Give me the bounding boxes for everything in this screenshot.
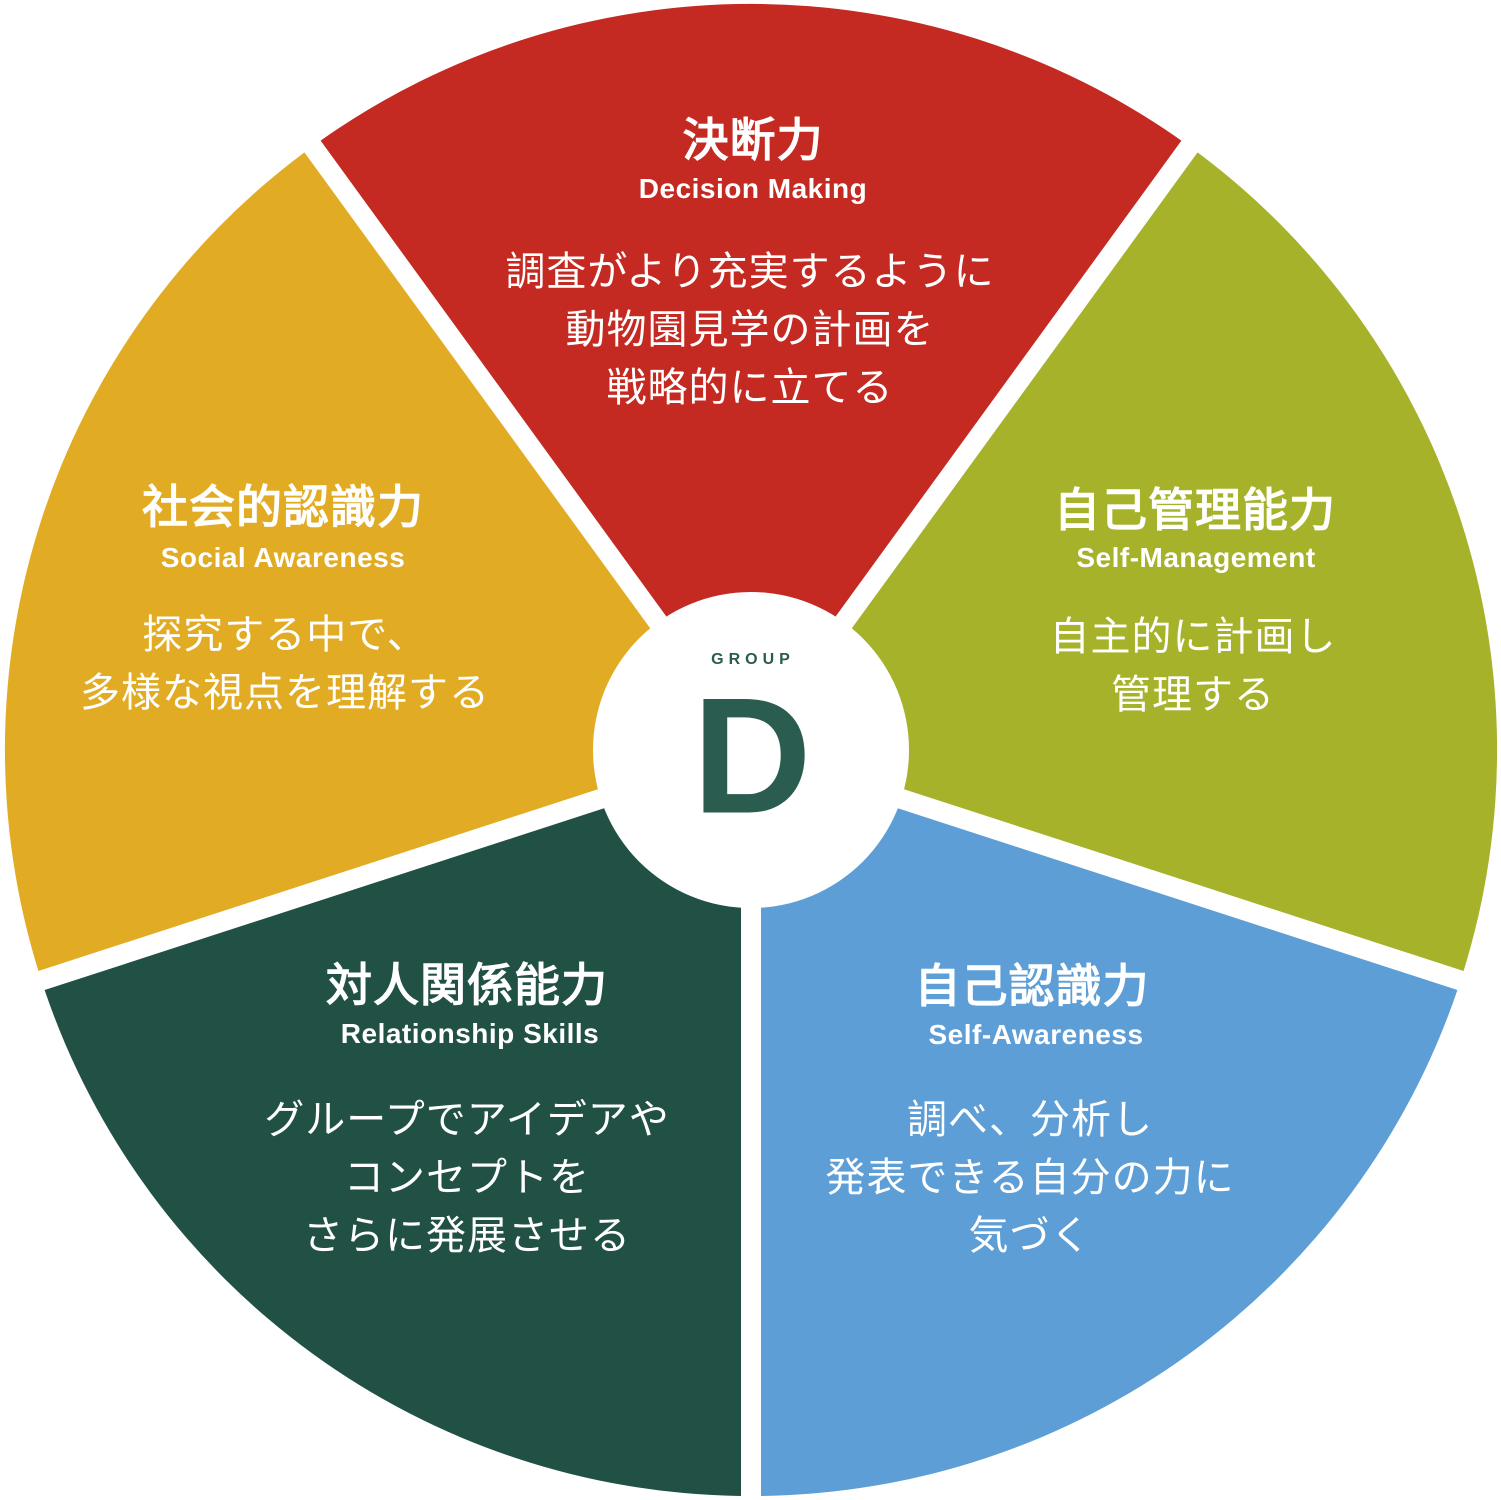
segment-title-social-awareness: 社会的認識力 <box>142 481 424 533</box>
segment-title-self-awareness: 自己認識力 <box>914 960 1150 1012</box>
segment-body-self-management: 自主的に計画し 管理する <box>1049 615 1337 717</box>
segment-wedge-self-management <box>754 152 1498 972</box>
segment-wedge-self-awareness <box>747 750 1458 1496</box>
segment-title-self-management: 自己管理能力 <box>1054 484 1336 536</box>
segment-body-social-awareness: 探究する中で、 多様な視点を理解する <box>80 613 490 715</box>
segment-body-self-awareness: 調べ、分析し 発表できる自分の力に 気づく <box>825 1098 1235 1258</box>
segment-subtitle-social-awareness: Social Awareness <box>160 542 406 573</box>
segment-subtitle-decision-making: Decision Making <box>638 173 868 204</box>
segment-subtitle-self-management: Self-Management <box>1076 542 1316 573</box>
center-circle <box>593 592 909 908</box>
segment-wedge-social-awareness <box>4 152 748 972</box>
segment-title-decision-making: 決断力 <box>682 114 824 166</box>
segment-wedge-relationship-skills <box>44 750 755 1496</box>
segment-subtitle-relationship-skills: Relationship Skills <box>340 1018 600 1049</box>
group-letter: D <box>692 663 812 848</box>
segment-wedge-decision-making <box>320 3 1182 745</box>
segment-body-relationship-skills: グループでアイデアや コンセプトを さらに発展させる <box>264 1098 670 1258</box>
segment-body-decision-making: 調査がより充実するように 動物園見学の計画を 戦略的に立てる <box>505 250 995 410</box>
segment-title-relationship-skills: 対人関係能力 <box>326 959 608 1011</box>
segment-subtitle-self-awareness: Self-Awareness <box>928 1019 1144 1050</box>
group-eyebrow-label: GROUP <box>711 651 795 668</box>
